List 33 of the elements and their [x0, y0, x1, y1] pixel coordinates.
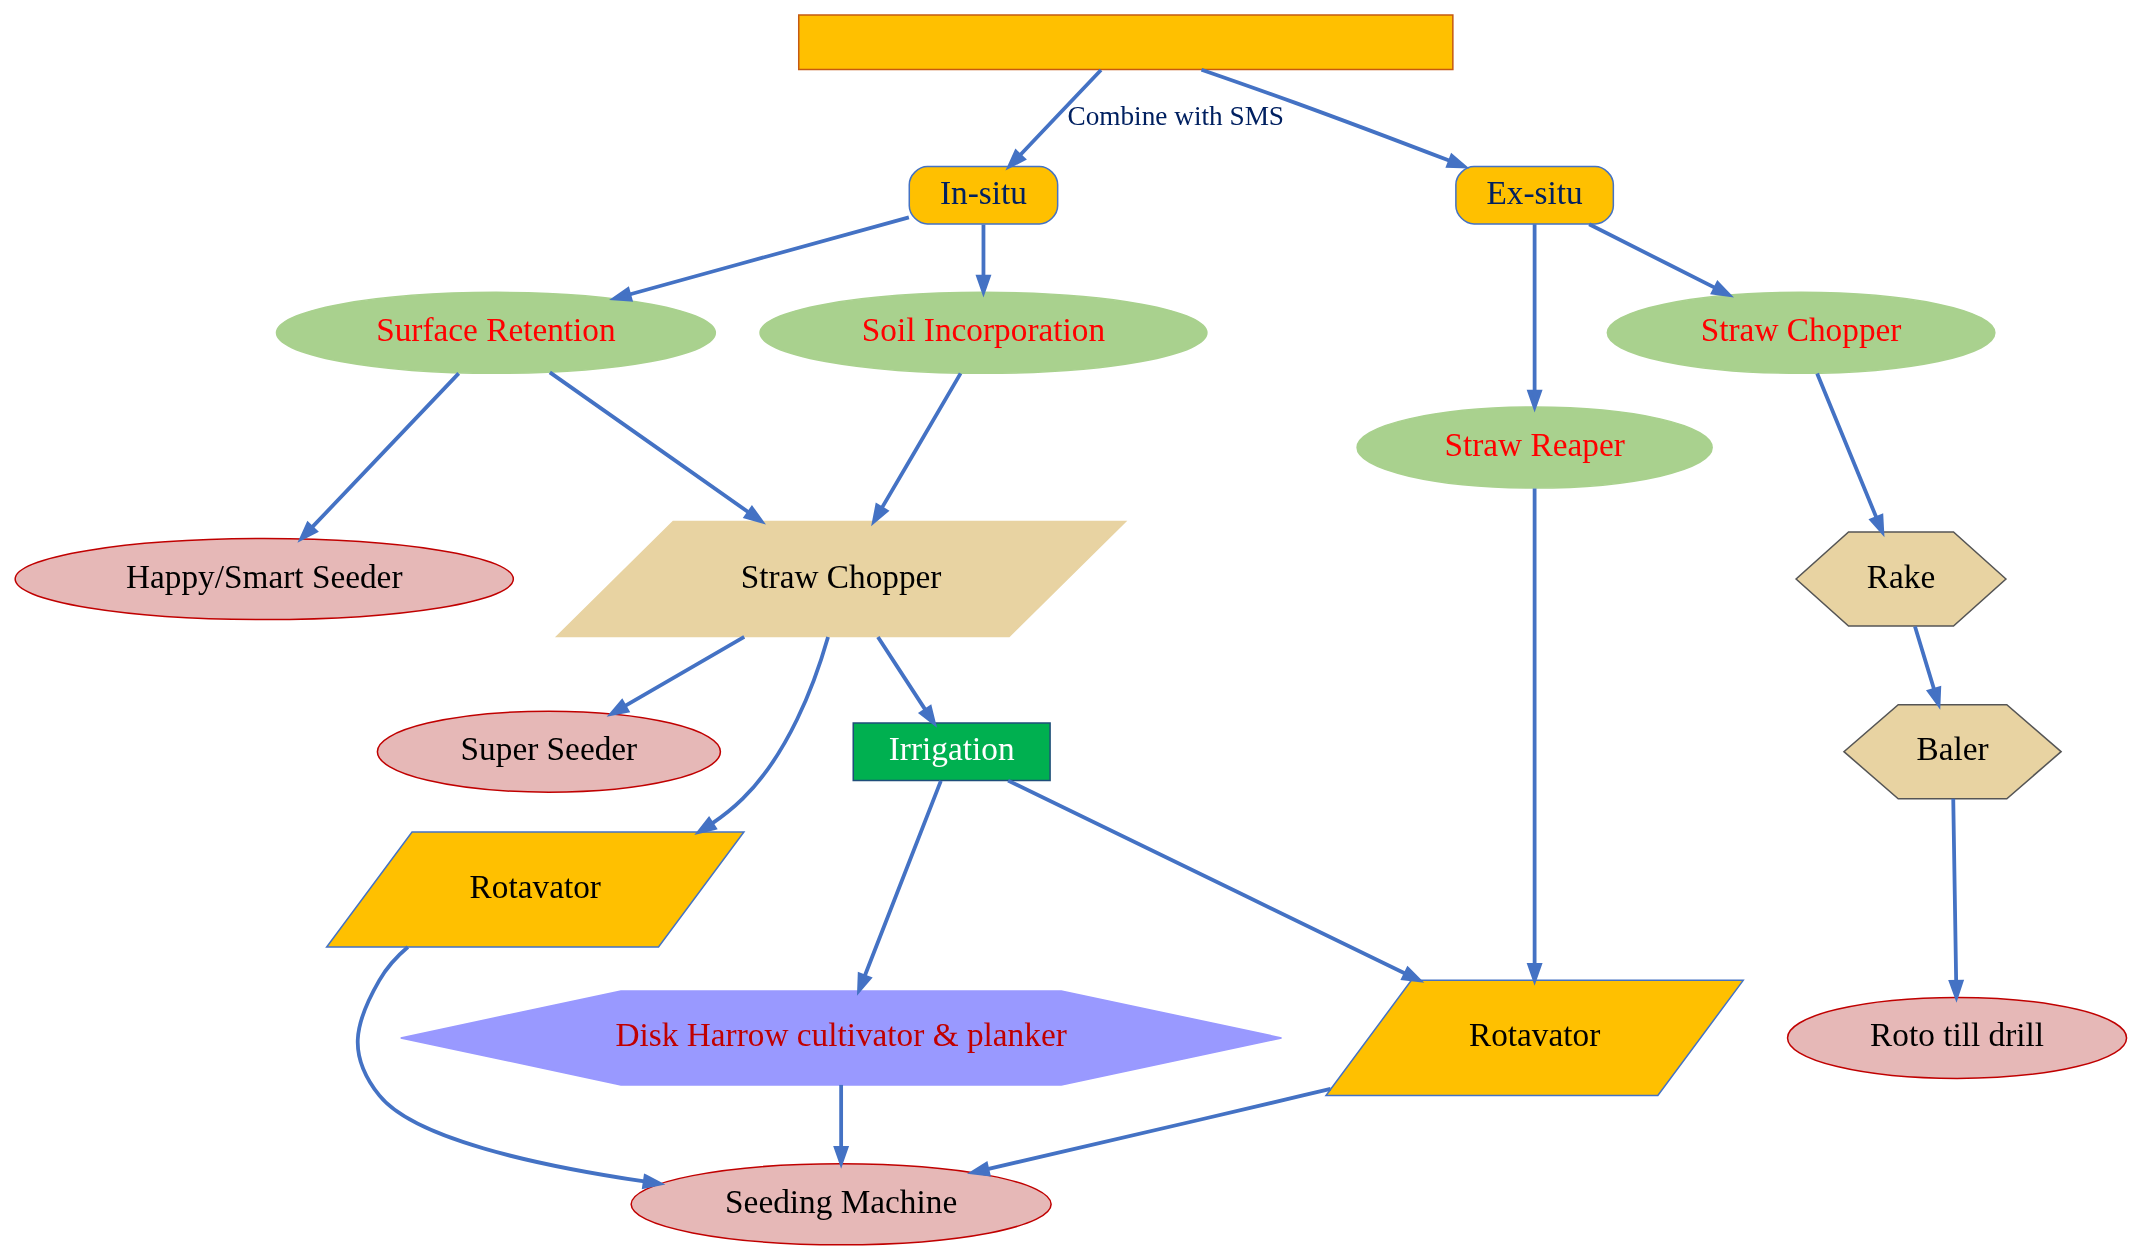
- arrow: [975, 224, 992, 297]
- edge-label: Combine with SMS: [1067, 100, 1285, 131]
- arrow: [606, 634, 746, 717]
- node-box: Irrigation: [852, 721, 1051, 781]
- node-ellipse: Super Seeder: [376, 709, 722, 793]
- arrow: [856, 779, 943, 996]
- arrow: [694, 635, 830, 835]
- arrow: [1588, 222, 1734, 297]
- arrow: [609, 215, 910, 302]
- arrow: [1005, 68, 1103, 171]
- arrow: [1200, 67, 1470, 168]
- node-box: Ex-situ: [1455, 165, 1615, 225]
- arrow: [871, 371, 963, 526]
- arrow: [1007, 778, 1425, 983]
- node-ellipse: Straw Reaper: [1356, 405, 1713, 489]
- node-box: [798, 13, 1454, 70]
- arrow: [1815, 372, 1885, 537]
- node-ellipse: Straw Chopper: [1606, 291, 1996, 374]
- node-box: In-situ: [908, 165, 1059, 225]
- arrow: [1526, 487, 1543, 986]
- arrow: [876, 635, 937, 728]
- arrow: [297, 371, 461, 543]
- node-ellipse: Roto till drill: [1786, 996, 2128, 1079]
- arrow: [1948, 798, 1965, 1003]
- node-ellipse: Soil Incorporation: [759, 291, 1208, 374]
- arrow: [548, 370, 766, 525]
- arrow: [967, 1086, 1332, 1176]
- arrow: [833, 1084, 850, 1169]
- arrow: [355, 945, 666, 1189]
- node-ellipse: Happy/Smart Seeder: [14, 537, 515, 620]
- arrow: [1526, 223, 1543, 413]
- arrow: [1913, 625, 1942, 710]
- node-ellipse: Surface Retention: [275, 291, 717, 374]
